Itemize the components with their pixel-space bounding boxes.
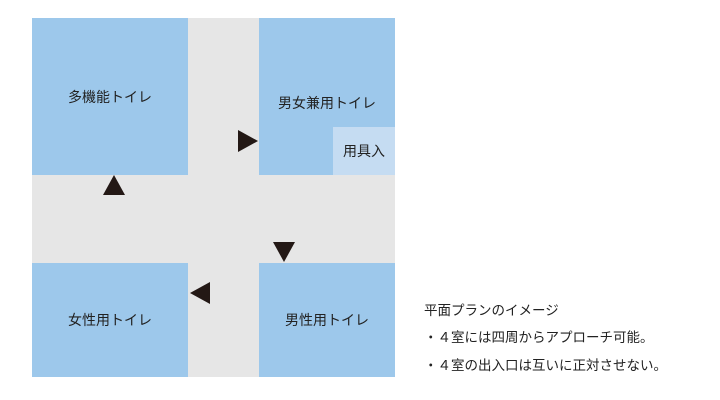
note-item: ・４室の出入口は互いに正対させない。 bbox=[424, 358, 667, 374]
room-female-toilet: 女性用トイレ bbox=[32, 263, 188, 377]
arrow-left-icon bbox=[190, 282, 210, 304]
room-label: 男性用トイレ bbox=[285, 313, 369, 329]
arrow-up-icon bbox=[103, 175, 125, 195]
notes-title: 平面プランのイメージ bbox=[424, 303, 559, 319]
room-label: 用具入 bbox=[343, 144, 385, 160]
room-multipurpose-toilet: 多機能トイレ bbox=[32, 18, 188, 175]
arrow-down-icon bbox=[273, 242, 295, 262]
arrow-right-icon bbox=[238, 130, 258, 152]
note-item: ・４室には四周からアプローチ可能。 bbox=[424, 330, 654, 346]
room-label: 多機能トイレ bbox=[68, 89, 152, 106]
room-label: 男女兼用トイレ bbox=[278, 96, 376, 112]
storage-room: 用具入 bbox=[333, 127, 395, 175]
room-label: 女性用トイレ bbox=[68, 313, 152, 329]
room-male-toilet: 男性用トイレ bbox=[259, 263, 395, 377]
